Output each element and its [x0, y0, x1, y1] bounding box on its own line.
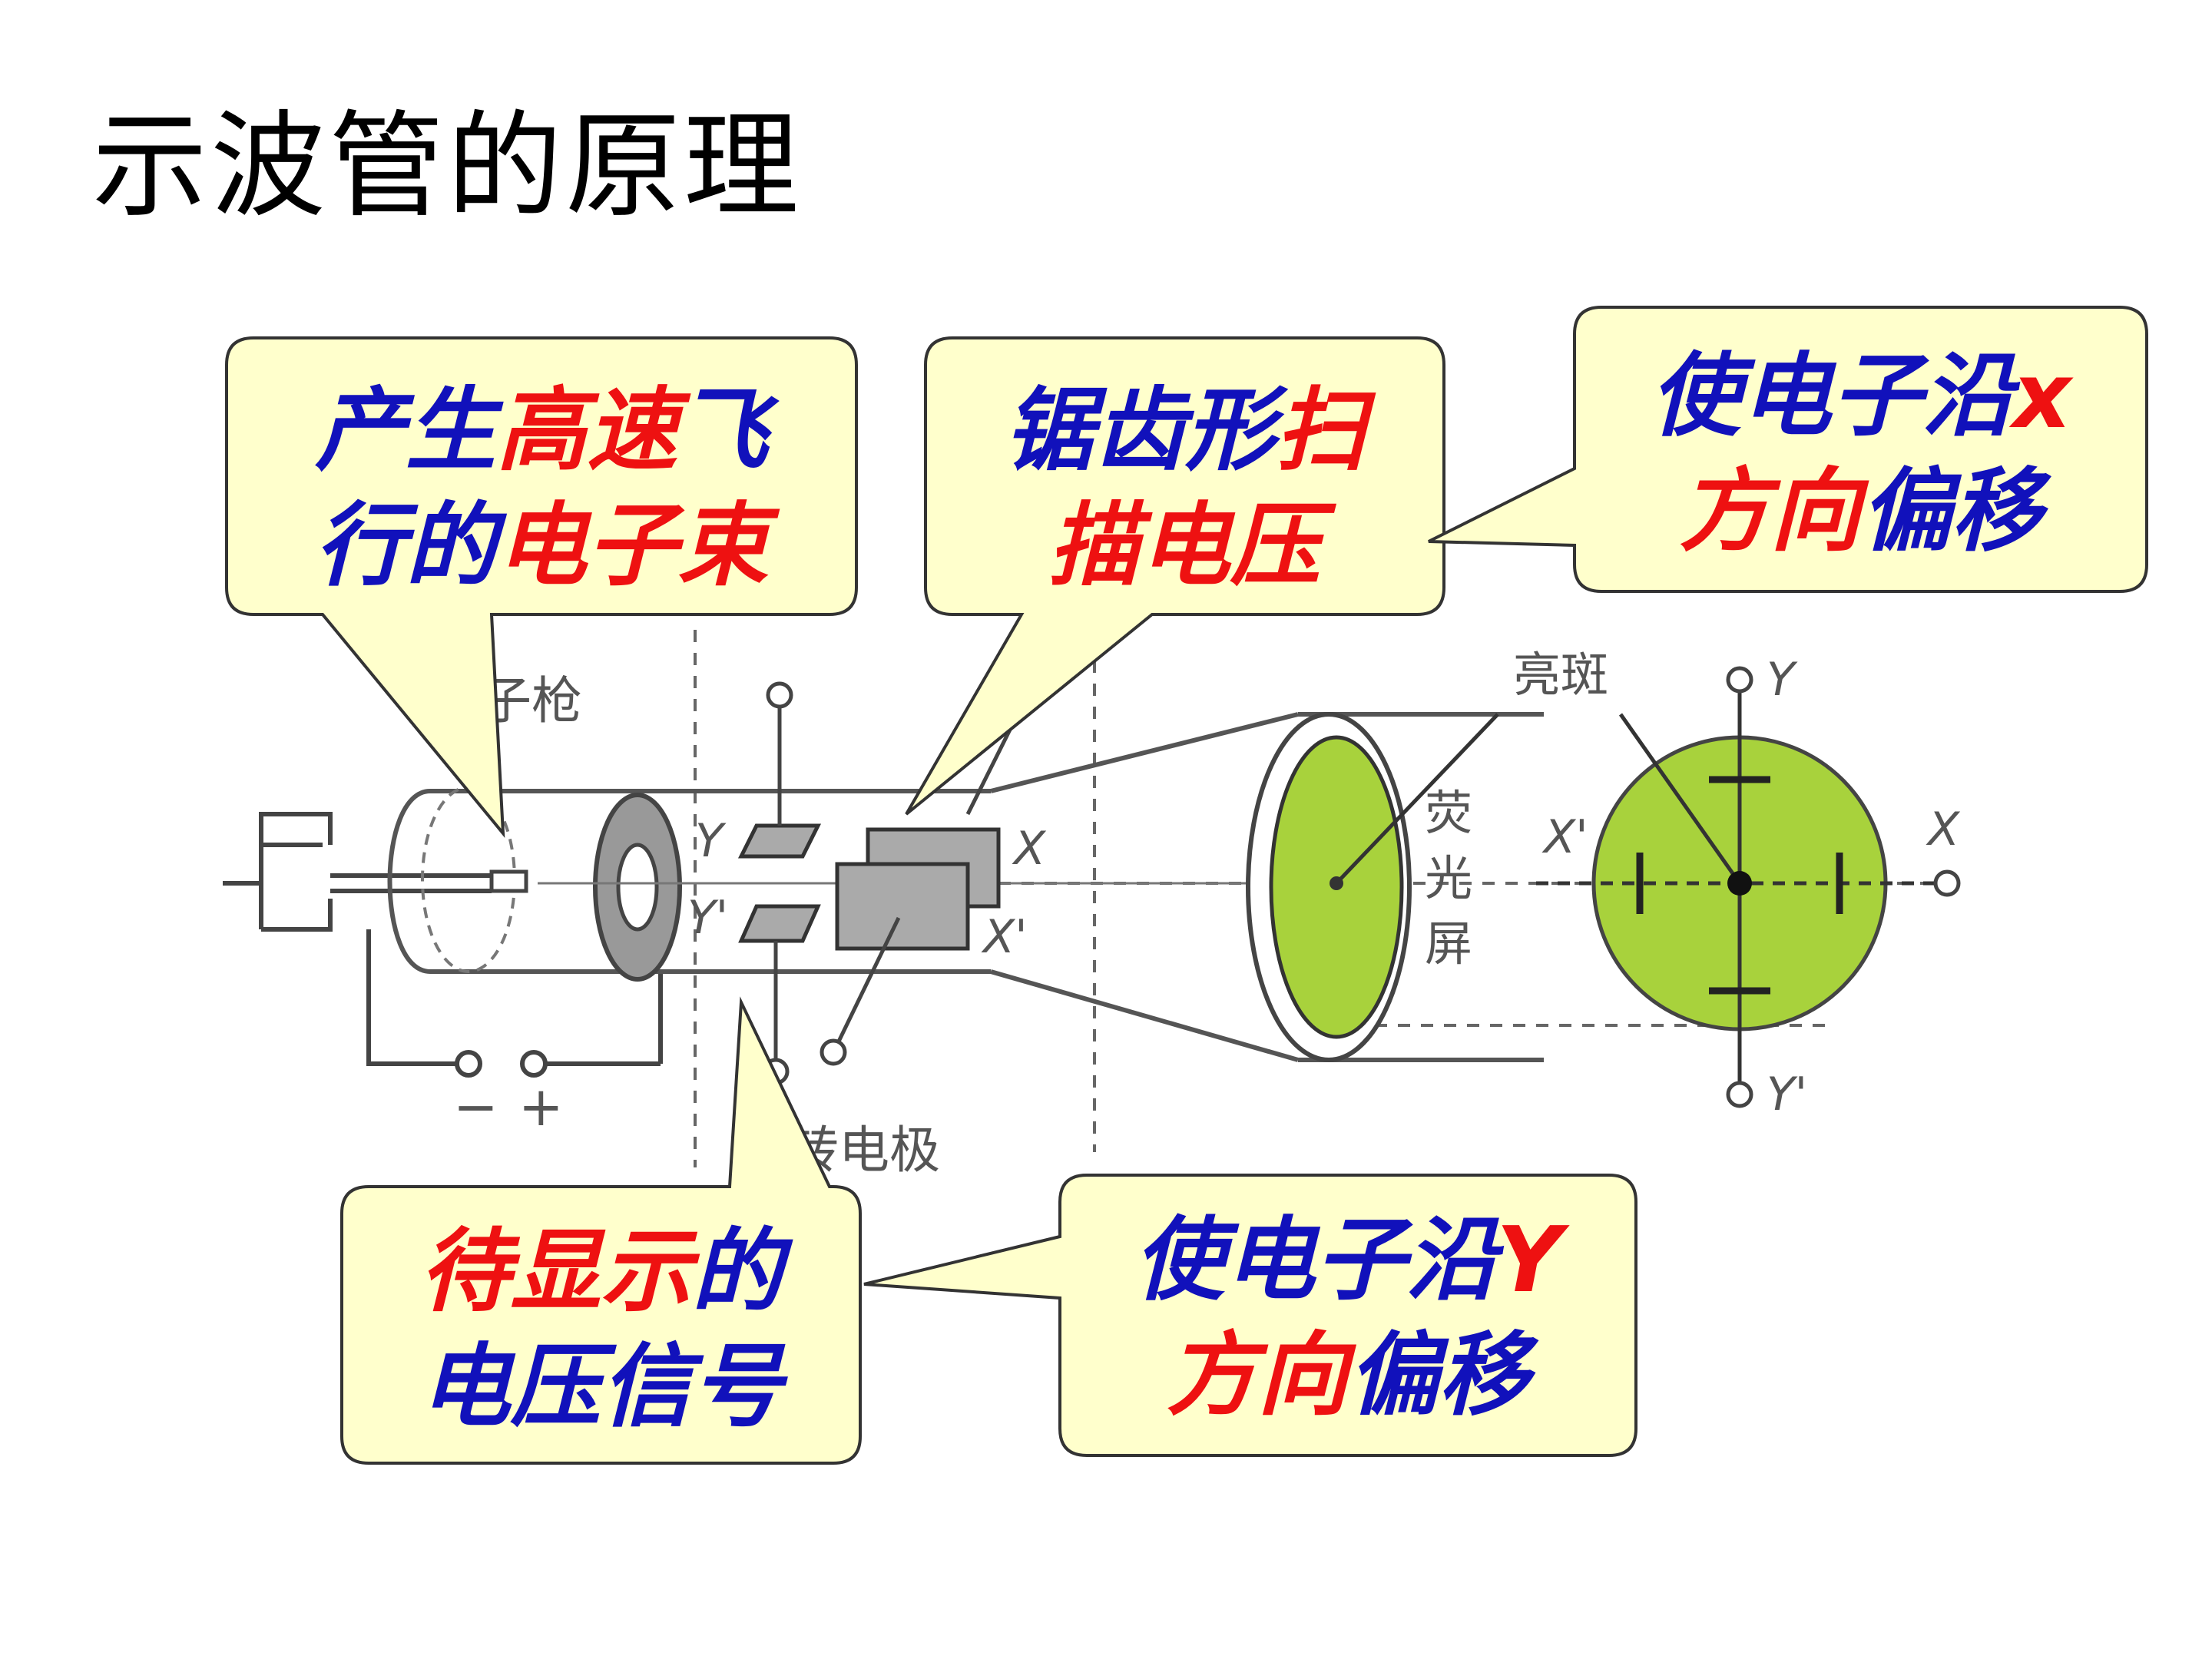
- callout-y-direction: [863, 1174, 1637, 1457]
- plus-label: +: [518, 1075, 564, 1138]
- callout-x-direction: [1428, 306, 2148, 593]
- plate-yp-label: Y': [687, 891, 728, 945]
- callout-gun-text: 产生高速飞 行的电子束: [230, 373, 853, 603]
- spot-pointer: [1335, 713, 1499, 885]
- sweep-text-2: 描电压: [1048, 492, 1321, 598]
- callout-gun: [225, 336, 858, 838]
- front-y-label: Y: [1767, 653, 1798, 707]
- ydir-text-2b: 偏移: [1348, 1322, 1530, 1428]
- gun-text-2b: 电子束: [496, 492, 769, 598]
- sweep-text-1b: 扫: [1275, 377, 1366, 483]
- filament: [489, 869, 528, 893]
- screen-label-1: 荧: [1425, 785, 1472, 841]
- spot-label: 亮斑: [1513, 647, 1608, 703]
- front-yp-label: Y': [1767, 1068, 1807, 1121]
- callouts: [225, 306, 2148, 1465]
- ydir-text-2a: 方向: [1166, 1322, 1348, 1428]
- tube-body: [387, 712, 1544, 1062]
- heater-circuit: [223, 812, 663, 1078]
- callout-sweep: [905, 336, 1445, 816]
- xdir-text-1a: 使电子沿: [1650, 343, 2013, 449]
- callout-signal: [340, 996, 862, 1465]
- callout-x-direction-text: 使电子沿x 方向偏移: [1575, 338, 2147, 568]
- signal-text-1b: 的: [691, 1218, 783, 1324]
- xdir-text-2b: 偏移: [1860, 458, 2042, 564]
- ydir-text-1b: Y: [1496, 1207, 1562, 1313]
- gun-text-2a: 行的: [314, 492, 496, 598]
- gun-text-1c: 飞: [677, 377, 769, 483]
- sweep-text-1a: 锯齿形: [1003, 377, 1276, 483]
- xdir-text-2a: 方向: [1679, 458, 1861, 564]
- minus-label: −: [453, 1075, 498, 1138]
- callout-sweep-text: 锯齿形扫 描电压: [926, 373, 1444, 603]
- xdir-text-1b: x: [2012, 343, 2071, 449]
- plate-y-label: Y: [695, 814, 727, 868]
- screen-label-2: 光: [1425, 850, 1472, 906]
- gun-text-1b: 高速: [495, 377, 677, 483]
- plate-x-label: X: [1012, 822, 1047, 876]
- spot-side: [1330, 876, 1343, 890]
- screen-label-3: 屏: [1425, 916, 1472, 972]
- front-x-label: X: [1926, 803, 1961, 856]
- signal-text-1a: 待显示: [419, 1218, 692, 1324]
- ydir-text-1a: 使电子沿: [1134, 1207, 1497, 1313]
- callout-signal-text: 待显示的 电压信号: [342, 1214, 860, 1444]
- anode-hole: [616, 843, 659, 932]
- front-xp-label: X': [1541, 810, 1588, 864]
- callout-y-direction-text: 使电子沿Y 方向偏移: [1060, 1202, 1636, 1432]
- x-plates: [820, 670, 1047, 1066]
- signal-text-2: 电压信号: [419, 1333, 783, 1439]
- gun-text-1a: 产生: [314, 377, 496, 483]
- plate-xp-label: X': [981, 910, 1028, 964]
- slide-title: 示波管的原理: [92, 100, 803, 233]
- screen-front-view: [1536, 666, 1961, 1108]
